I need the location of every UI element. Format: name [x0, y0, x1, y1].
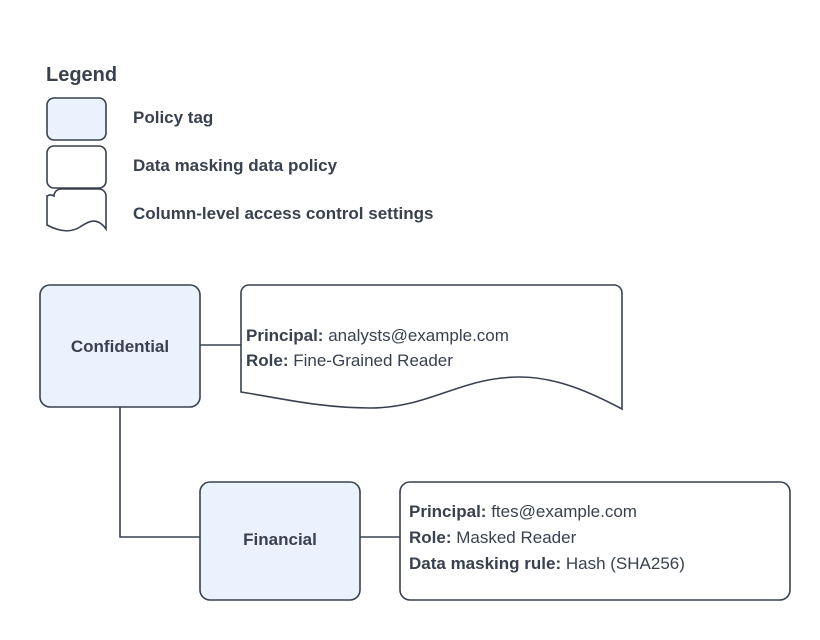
callout-key-role: Role: [246, 351, 289, 370]
node-confidential-box[interactable] [39, 284, 201, 408]
callout-key-masking-rule: Data masking rule: [409, 554, 561, 573]
callout-key-principal-2: Principal: [409, 502, 486, 521]
callout-financial-policy[interactable]: Principal: ftes@example.com Role: Masked… [399, 481, 791, 601]
node-financial[interactable]: Financial [199, 481, 361, 601]
callout-line-role: Role: Fine-Grained Reader [246, 351, 453, 370]
callout-value-role-2: Masked Reader [456, 528, 576, 547]
connectors [119, 344, 400, 538]
policy-tag-swatch [46, 97, 107, 141]
legend-label-data-policy: Data masking data policy [133, 156, 338, 175]
callout-line-principal: Principal: analysts@example.com [246, 326, 509, 345]
callout-confidential-settings[interactable]: Principal: analysts@example.com Role: Fi… [240, 284, 623, 411]
callout-key-role-2: Role: [409, 528, 452, 547]
callout-line-masking-rule: Data masking rule: Hash (SHA256) [409, 554, 685, 573]
node-financial-label: Financial [243, 530, 317, 549]
node-confidential-label: Confidential [71, 337, 169, 356]
legend: Legend Policy tag Data masking data poli… [46, 64, 433, 232]
callout-financial-policy-shape[interactable] [399, 481, 791, 601]
callout-value-principal: analysts@example.com [328, 326, 509, 345]
node-confidential[interactable]: Confidential [39, 284, 201, 408]
callout-line-principal-2: Principal: ftes@example.com [409, 502, 637, 521]
callout-confidential-settings-shape[interactable] [240, 284, 623, 411]
legend-title: Legend [46, 64, 117, 86]
legend-item-data-policy: Data masking data policy [46, 145, 338, 189]
callout-line-role-2: Role: Masked Reader [409, 528, 577, 547]
callout-value-role: Fine-Grained Reader [293, 351, 453, 370]
access-control-swatch [46, 188, 107, 232]
callout-value-principal-2: ftes@example.com [491, 502, 637, 521]
legend-label-policy-tag: Policy tag [133, 108, 213, 127]
data-policy-swatch [46, 145, 107, 189]
node-financial-box[interactable] [199, 481, 361, 601]
legend-label-access-control: Column-level access control settings [133, 204, 433, 223]
callout-value-masking-rule: Hash (SHA256) [566, 554, 685, 573]
callout-key-principal: Principal: [246, 326, 323, 345]
legend-item-access-control: Column-level access control settings [46, 188, 433, 232]
legend-item-policy-tag: Policy tag [46, 97, 213, 141]
connector-confidential-to-financial [119, 407, 200, 538]
